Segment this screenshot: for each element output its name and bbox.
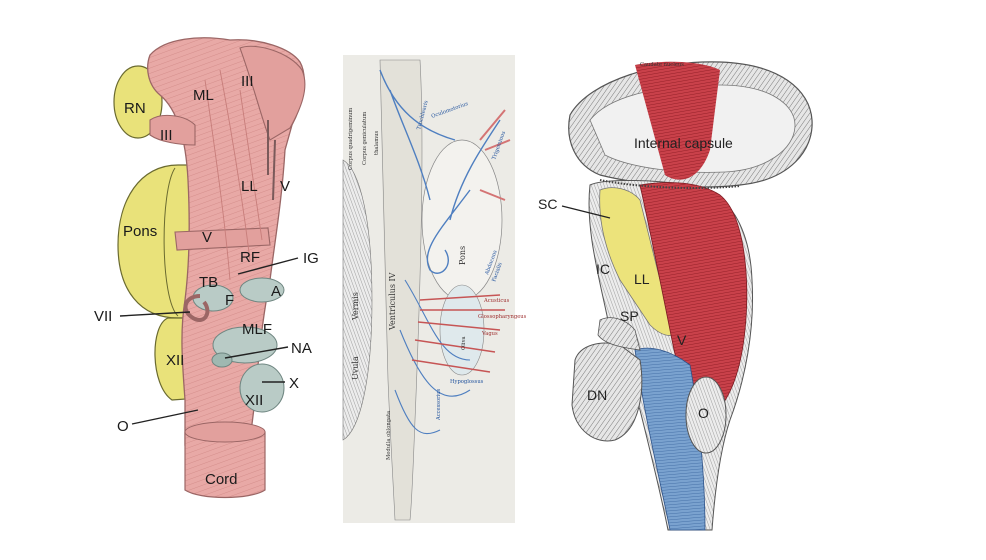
o-leader-line [131,409,199,425]
blue-nerve-paths-lower [394,279,471,435]
label-vii: VII [94,308,112,325]
cerebellum-hatch [342,159,373,441]
nucleus-mlf-shape [212,326,278,364]
right-label-caudate: Caudate nucleus [640,62,684,68]
nucleus-a-shape [239,277,285,303]
label-f: F [225,292,234,309]
right-label-ic: IC [596,261,610,277]
label-tb: TB [199,274,218,291]
label-iii-left: III [160,127,173,144]
pons-shape [117,164,206,319]
mid-label-thalamus: thalamus [374,130,380,155]
mid-label-vagus: Vagus [481,331,498,337]
label-v-mid: V [202,229,212,246]
label-v-right: V [280,178,290,195]
dotted-edge [599,179,741,189]
mid-label-acusticus: Acusticus [483,298,510,304]
right-engraving-panel: Caudate nucleus Internal capsule SC IC L… [538,61,813,531]
mid-label-uvula: Uvula [351,356,360,380]
oliva-oval [439,284,485,376]
label-na: NA [291,340,312,357]
left-brainstem-panel: RN III III ML LL V Pons V RF IG TB A F V… [94,37,319,499]
olive-engraving [685,376,727,454]
medulla-column [379,59,423,521]
mid-label-pons: Pons [458,246,467,265]
sc-leader-line [561,205,611,219]
cord-top-section [184,421,266,443]
label-ll: LL [241,178,258,195]
right-label-ll: LL [634,271,650,287]
mid-label-accessorius: Accessorius [436,388,442,421]
mid-label-medulla: Medulla oblongata [386,411,392,460]
blue-nerve-paths [379,69,501,274]
pons-edge-line [163,167,179,317]
label-x: X [289,375,299,392]
right-label-sc: SC [538,196,557,212]
right-label-dn: DN [587,387,607,403]
cerebellar-peduncle-shape [597,317,641,351]
nucleus-na-shape [211,352,233,368]
label-a: A [271,283,281,300]
na-leader-line [224,346,289,359]
mid-label-glossopharyngeus: Glossopharyngeus [478,314,527,320]
label-ml: ML [193,87,214,104]
vii-leader-line [119,311,191,317]
dentate-nucleus-shape [571,342,643,442]
label-cord: Cord [205,471,238,488]
mid-label-ventriculus: Ventriculus IV [388,272,397,331]
label-rf: RF [240,249,260,266]
yellow-colliculus-shape [599,187,681,336]
nucleus-xii-shape [239,363,285,413]
label-ig: IG [303,250,319,267]
label-xii-left: XII [166,352,184,369]
oculomotor-nerve-left [149,114,196,146]
label-iii-top: III [241,73,254,90]
peduncle-shape [239,45,306,141]
right-label-sp: SP [620,308,639,324]
facial-nerve-loop [183,294,210,322]
label-mlf: MLF [242,321,272,338]
right-label-internal-capsule: Internal capsule [634,135,733,151]
mid-label-vermis: Vermis [351,292,360,321]
red-main-tract [639,182,748,421]
pons-oval [421,139,503,301]
blue-medulla-tract [634,347,706,531]
mid-label-corpus-quad: Corpus quadrigeminum [348,108,354,170]
ig-leader-line [237,257,299,275]
label-rn: RN [124,100,146,117]
red-nerve-fans [411,294,505,373]
fiber-streaks [204,69,263,281]
red-fiber-fan [635,61,720,180]
label-o: O [117,418,129,435]
label-xii-right: XII [245,392,263,409]
right-label-v: V [677,332,687,348]
red-nerve-top [479,109,511,201]
mid-label-corpus-gen: Corpus geniculatum [362,112,368,165]
mid-label-hypoglossus: Hypoglossus [450,379,484,385]
right-label-o: O [698,405,709,421]
lateral-lemniscus-lines [267,120,276,201]
mid-label-oliva: Oliva [461,336,467,350]
middle-engraving-panel: Corpus quadrigeminum Corpus geniculatum … [342,55,527,523]
label-pons: Pons [123,223,157,240]
